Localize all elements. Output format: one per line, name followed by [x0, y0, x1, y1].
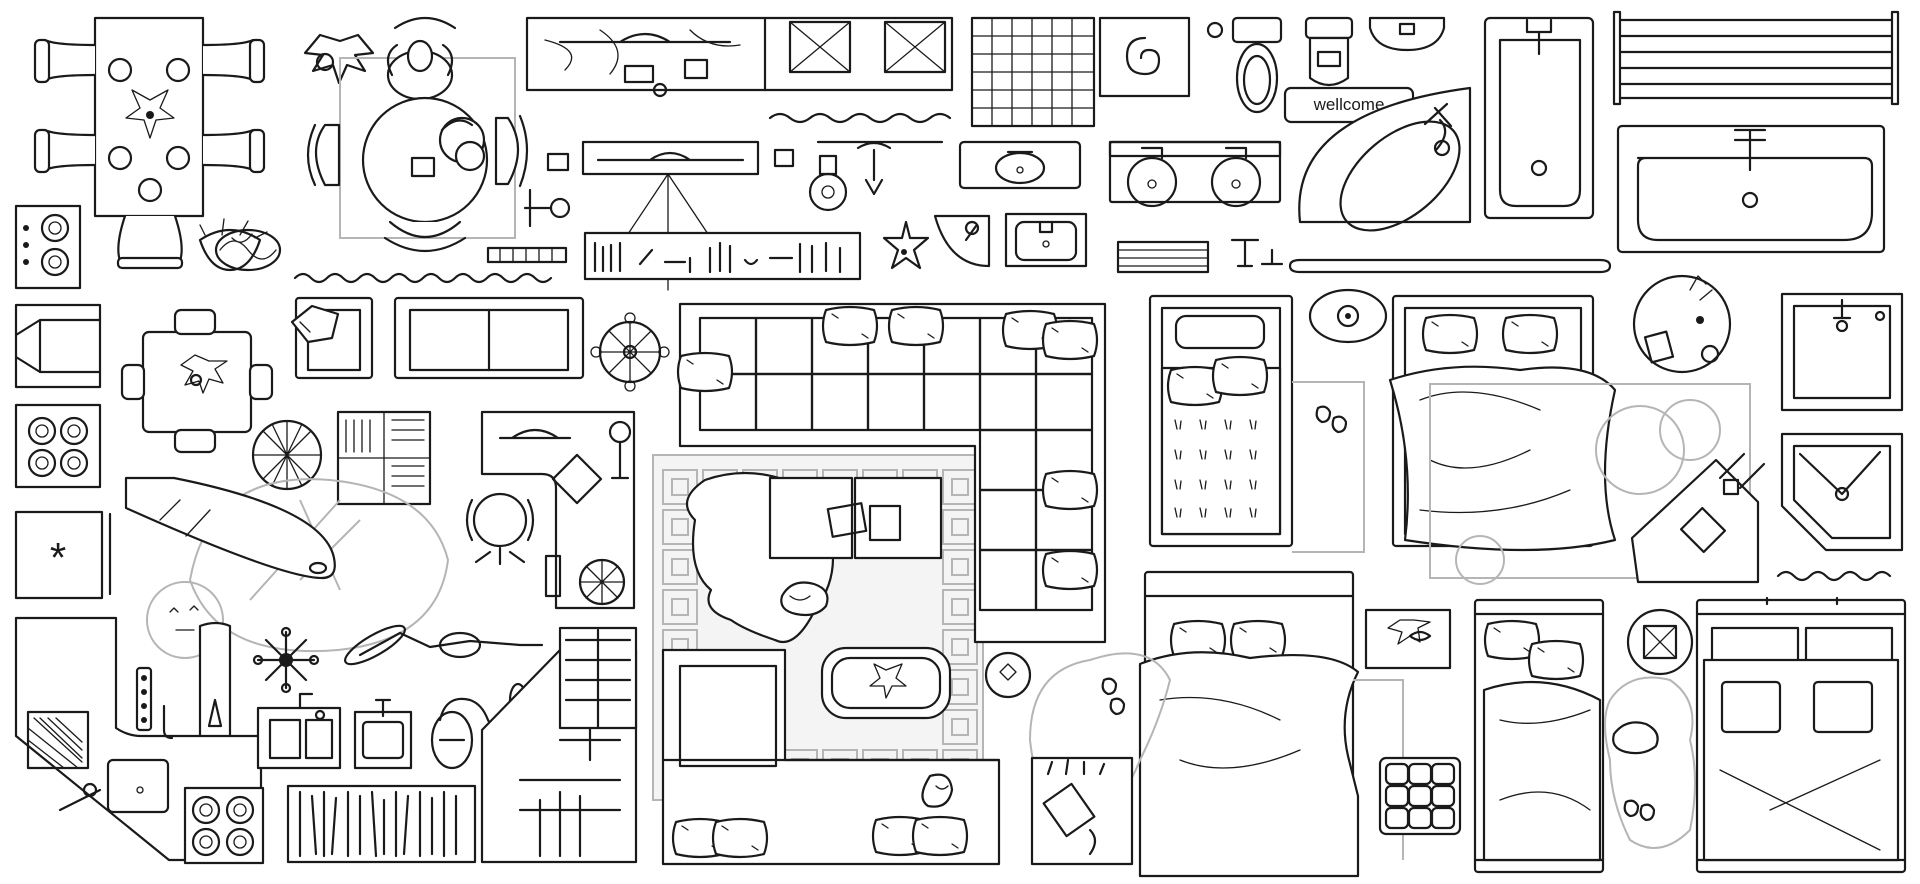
potted-plant-icon[interactable] [251, 419, 323, 491]
stool-icon[interactable] [808, 154, 848, 212]
shower-tray[interactable] [1780, 292, 1904, 412]
round-side-table[interactable] [1632, 274, 1732, 374]
cat-icon[interactable] [780, 581, 829, 617]
round-ottoman[interactable] [1626, 608, 1694, 676]
square-table-with-chairs[interactable] [120, 308, 274, 454]
switch-icon[interactable] [1206, 21, 1224, 39]
chandelier-icon[interactable] [252, 626, 320, 694]
freezer[interactable]: * [14, 510, 112, 600]
nightstand-lamp[interactable] [1364, 608, 1452, 670]
snowflake-icon: * [50, 534, 66, 581]
single-bed[interactable] [1148, 294, 1294, 548]
corner-bathtub[interactable] [1298, 86, 1479, 252]
bathtub[interactable] [1616, 124, 1886, 254]
toilet[interactable] [1304, 16, 1354, 87]
tap-icon [1230, 238, 1284, 268]
potted-plant-icon[interactable] [198, 218, 268, 272]
small-bench[interactable] [486, 246, 568, 264]
electric-panel[interactable] [135, 666, 174, 740]
bathtub[interactable] [1483, 16, 1595, 220]
tv-stand[interactable] [581, 140, 795, 291]
round-rug [146, 581, 224, 659]
dining-table-set[interactable] [33, 16, 266, 270]
armchair-right-2[interactable] [201, 128, 266, 174]
armchair-left-2[interactable] [33, 128, 97, 174]
fish-decor-icon [1408, 630, 1432, 642]
wavy-rug-edge [1776, 570, 1892, 582]
oval-rug [820, 646, 952, 720]
cooktop-four-burner[interactable] [14, 403, 102, 489]
curved-desk[interactable] [124, 476, 450, 653]
armchair-angled[interactable] [1630, 452, 1766, 584]
corner-sink[interactable] [933, 214, 991, 268]
dog-icon [921, 773, 954, 808]
wall-lamp-icon [523, 152, 571, 228]
ottoman[interactable] [1378, 756, 1462, 836]
coffee-table[interactable] [768, 476, 943, 560]
flower-centerpiece-icon [125, 89, 175, 139]
kitchen-sink[interactable] [256, 692, 342, 770]
nightstand[interactable] [1030, 756, 1134, 866]
sectional-sofa[interactable] [676, 302, 1107, 644]
nightstand-lamp[interactable] [1308, 288, 1388, 344]
double-bed[interactable] [1138, 570, 1404, 878]
seated-person-icon [386, 39, 454, 101]
seated-person-icon [438, 116, 486, 172]
office-chair[interactable] [465, 492, 535, 566]
circle-pattern-rug [1429, 383, 1751, 585]
armchair-bottom[interactable] [116, 214, 184, 270]
side-table-lamp[interactable] [984, 651, 1032, 699]
toilet[interactable] [1231, 16, 1283, 114]
double-bed[interactable] [1388, 294, 1617, 552]
double-vanity[interactable] [1108, 140, 1282, 208]
chandelier-icon[interactable] [590, 312, 670, 392]
tile-floor-icon [970, 16, 1096, 128]
table-lamp-icon[interactable] [816, 140, 944, 196]
welcome-mat-label: wellcome [1313, 95, 1385, 114]
wavy-rug-edge [768, 112, 952, 124]
office-desk[interactable] [480, 410, 636, 610]
kitchen-sink[interactable] [1004, 212, 1088, 268]
single-bed[interactable] [1473, 598, 1605, 874]
bookshelf[interactable] [583, 231, 862, 281]
bath-rug [1288, 258, 1612, 274]
potted-plant-icon[interactable] [214, 228, 282, 272]
washing-machine[interactable] [1098, 16, 1191, 98]
bathroom-sink[interactable] [958, 140, 1082, 190]
armchair[interactable] [290, 296, 374, 380]
striped-rug [558, 626, 638, 730]
round-table-with-chairs[interactable] [306, 17, 529, 253]
striped-rug [286, 784, 477, 864]
wavy-rug-edge [293, 272, 553, 284]
parquet-floor-tile [336, 410, 432, 506]
cooktop-two-burner[interactable] [14, 204, 82, 290]
chaise-sofa[interactable] [661, 648, 1001, 866]
kitchen-sink[interactable] [353, 698, 413, 770]
plant-icon[interactable] [882, 220, 930, 270]
fur-rug [1292, 381, 1365, 553]
tv-icon [558, 32, 732, 44]
cooktop-four-burner[interactable] [183, 786, 265, 865]
armchair-left-1[interactable] [33, 38, 97, 84]
towel-bench[interactable] [1116, 240, 1210, 274]
potted-plant-icon[interactable] [303, 33, 375, 85]
bicycle-icon[interactable] [341, 619, 544, 670]
tv-cabinet[interactable] [525, 16, 954, 98]
fluffy-rug [1604, 676, 1696, 849]
range-hood[interactable] [14, 303, 102, 389]
loveseat-sofa[interactable] [393, 296, 585, 380]
double-bed[interactable] [1695, 596, 1907, 874]
armchair-right-1[interactable] [201, 38, 266, 84]
small-sink[interactable] [1368, 16, 1446, 52]
radiator[interactable] [1612, 10, 1900, 106]
corner-shower-tray[interactable] [1780, 432, 1904, 552]
